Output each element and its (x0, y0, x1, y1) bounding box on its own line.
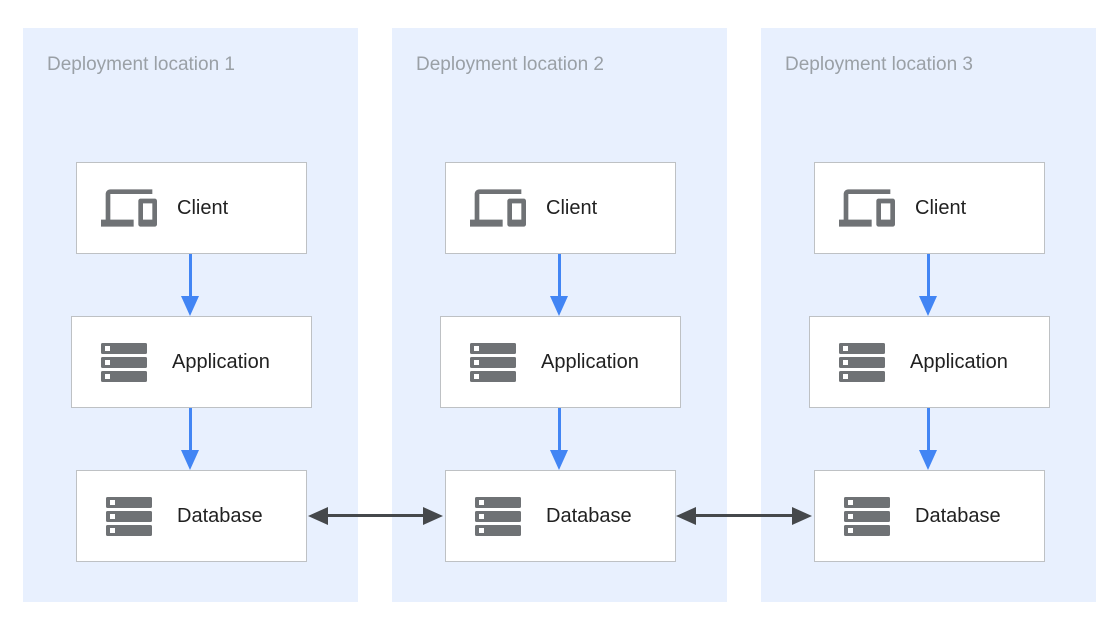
server-stack-icon (465, 334, 521, 390)
arrow-head-down-icon (919, 296, 937, 316)
arrow-head-right-icon (792, 507, 812, 525)
database-label: Database (177, 504, 263, 527)
server-stack-icon (834, 334, 890, 390)
devices-icon (101, 180, 157, 236)
application-node: Application (809, 316, 1050, 408)
client-node: Client (76, 162, 307, 254)
arrow-line (694, 514, 794, 517)
arrow-line (927, 254, 930, 296)
arrow-line (189, 408, 192, 450)
deployment-location-3-panel: Deployment location 3 Client Application (761, 28, 1096, 602)
database-label: Database (915, 504, 1001, 527)
database-node: Database (814, 470, 1045, 562)
client-label: Client (915, 196, 967, 219)
server-stack-icon (839, 488, 895, 544)
database-node: Database (76, 470, 307, 562)
panel-title: Deployment location 1 (47, 54, 235, 75)
arrow-line (927, 408, 930, 450)
arrow-line (558, 408, 561, 450)
server-stack-icon (96, 334, 152, 390)
devices-icon (839, 180, 895, 236)
application-node: Application (71, 316, 312, 408)
server-stack-icon (470, 488, 526, 544)
arrow-head-down-icon (181, 296, 199, 316)
deployment-location-2-panel: Deployment location 2 Client Application (392, 28, 727, 602)
server-stack-icon (101, 488, 157, 544)
database-label: Database (546, 504, 632, 527)
devices-icon (470, 180, 526, 236)
application-label: Application (172, 350, 270, 373)
client-node: Client (445, 162, 676, 254)
arrow-head-left-icon (308, 507, 328, 525)
application-node: Application (440, 316, 681, 408)
arrow-head-down-icon (919, 450, 937, 470)
deployment-location-1-panel: Deployment location 1 Client Application (23, 28, 358, 602)
client-label: Client (546, 196, 598, 219)
arrow-head-down-icon (550, 296, 568, 316)
client-node: Client (814, 162, 1045, 254)
application-label: Application (541, 350, 639, 373)
arrow-head-right-icon (423, 507, 443, 525)
database-node: Database (445, 470, 676, 562)
application-label: Application (910, 350, 1008, 373)
arrow-head-down-icon (181, 450, 199, 470)
arrow-line (558, 254, 561, 296)
panel-title: Deployment location 2 (416, 54, 604, 75)
panel-title: Deployment location 3 (785, 54, 973, 75)
client-label: Client (177, 196, 229, 219)
arrow-line (326, 514, 424, 517)
arrow-head-down-icon (550, 450, 568, 470)
arrow-head-left-icon (676, 507, 696, 525)
arrow-line (189, 254, 192, 296)
